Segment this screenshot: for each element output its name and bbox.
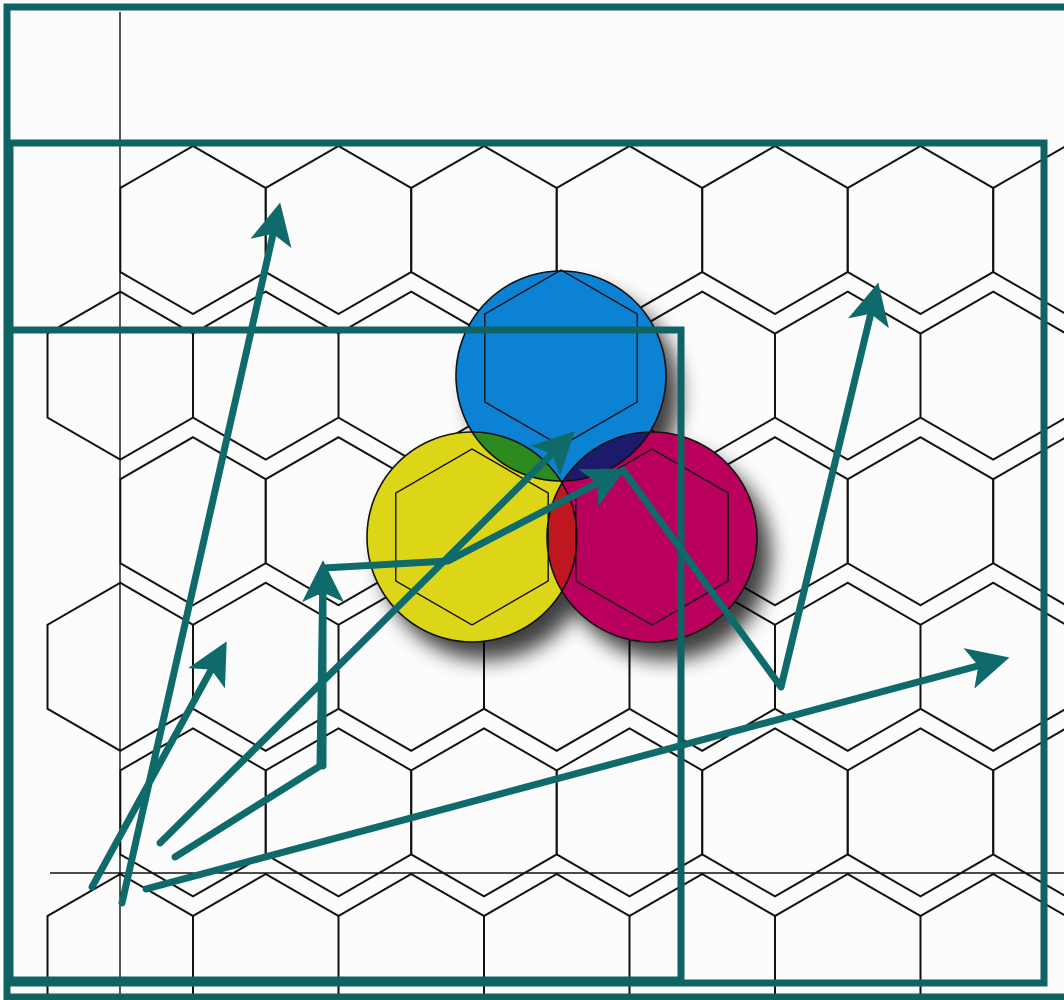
diagram-svg bbox=[0, 0, 1064, 1000]
diagram-canvas bbox=[0, 0, 1064, 1000]
